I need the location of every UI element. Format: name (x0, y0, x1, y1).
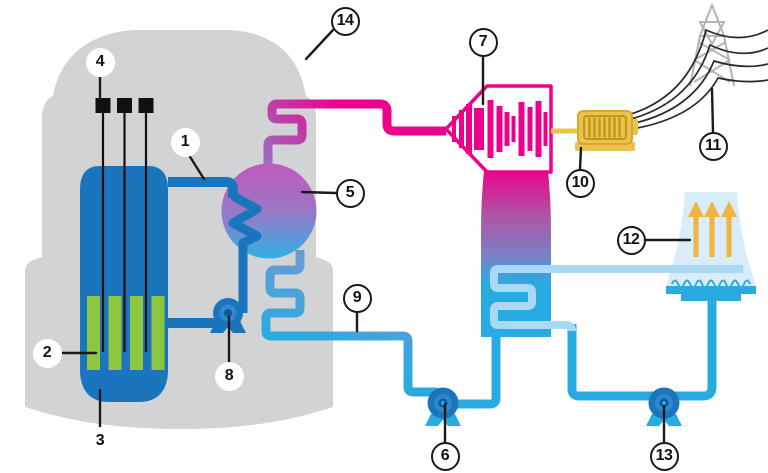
feedwater-pipe (261, 250, 501, 409)
steam-pipe (263, 99, 446, 165)
label-12: 12 (616, 225, 646, 255)
control-rod-drive (117, 98, 132, 113)
control-rod-drive (95, 98, 111, 113)
label-9: 9 (342, 283, 372, 313)
callout-5 (300, 190, 338, 195)
label-13: 13 (649, 441, 679, 471)
label-10: 10 (565, 168, 595, 198)
spray-nozzles (671, 279, 751, 289)
fuel-rod (130, 296, 143, 370)
label-4: 4 (85, 47, 115, 77)
fuel-rod (151, 296, 165, 370)
fuel-rods (87, 296, 165, 370)
callout-14 (304, 28, 335, 61)
label-1: 1 (170, 127, 200, 157)
generator-windings (588, 117, 621, 138)
turbine-blades (452, 100, 548, 158)
label-3: 3 (85, 426, 115, 456)
callout-lines (57, 28, 715, 444)
power-lines (630, 28, 768, 130)
control-rod-drive (138, 98, 154, 113)
condensate-pipe (443, 337, 501, 409)
fuel-rod (108, 296, 122, 370)
label-2: 2 (32, 338, 62, 368)
vapor-arrows (688, 201, 737, 257)
callout-10 (578, 146, 583, 171)
control-rods (95, 98, 154, 352)
label-14: 14 (330, 6, 360, 36)
label-11: 11 (698, 131, 728, 161)
primary-coil (228, 192, 262, 313)
label-7: 7 (468, 27, 498, 57)
feedwater-pump (425, 387, 461, 426)
label-5: 5 (335, 178, 365, 208)
callout-1 (185, 150, 206, 181)
hot-leg-pipe (168, 177, 238, 198)
cooling-water-pipe (567, 294, 717, 401)
tower-basin (666, 286, 756, 294)
tower-pedestal (681, 294, 741, 301)
steam-generator (221, 163, 317, 259)
generator (575, 110, 638, 151)
label-8: 8 (214, 361, 244, 391)
fuel-rod (87, 296, 100, 370)
condenser-coil (490, 265, 743, 332)
label-6: 6 (430, 441, 460, 471)
callout-11 (710, 87, 715, 134)
